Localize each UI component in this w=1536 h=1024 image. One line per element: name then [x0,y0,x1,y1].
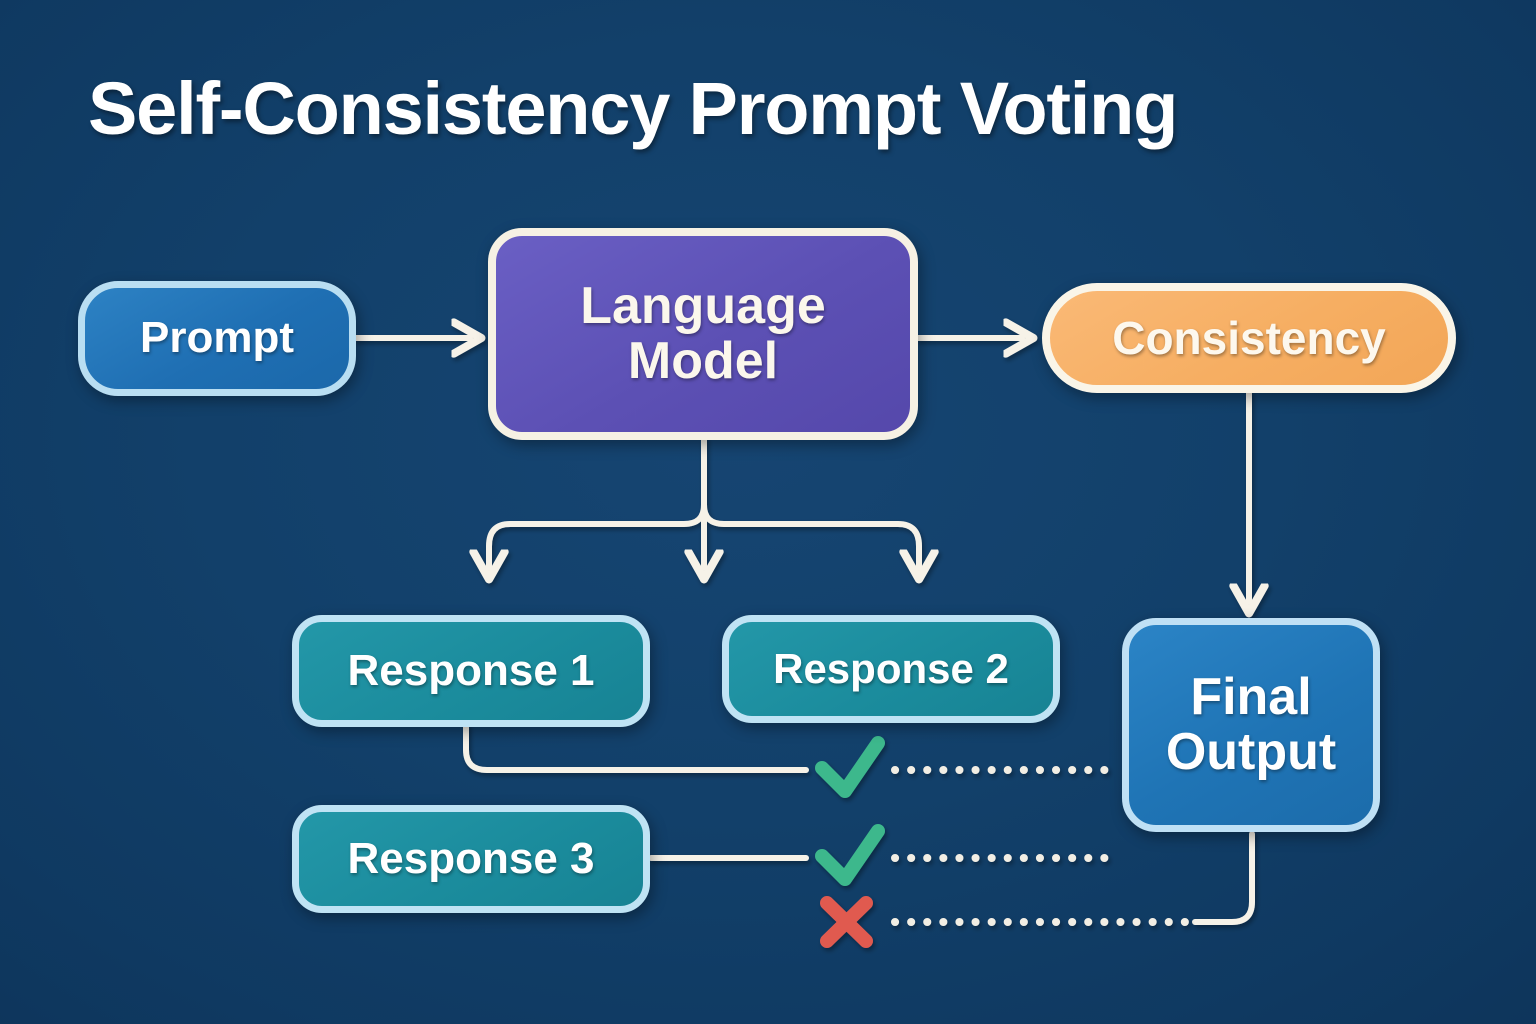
wire-response1-to-check1 [463,723,809,773]
page-title: Self-Consistency Prompt Voting [88,67,1178,150]
node-response-1-label: Response 1 [347,645,595,695]
wire-lm-to-response-right [701,502,919,568]
node-prompt[interactable]: Prompt [78,281,356,396]
node-response-2[interactable]: Response 2 [722,615,1060,723]
node-language-model[interactable]: Language Model [488,228,918,440]
node-response-3[interactable]: Response 3 [292,805,650,913]
vote-check-1-icon [815,736,885,798]
node-final-output-label-line2: Output [1165,723,1337,781]
node-language-model-label-line1: Language [580,276,826,335]
node-final-output[interactable]: Final Output [1122,618,1380,832]
node-response-1[interactable]: Response 1 [292,615,650,727]
vote-cross-1-icon [820,896,873,948]
node-consistency[interactable]: Consistency [1042,283,1456,393]
wire-lm-to-response1 [489,502,707,568]
node-response-3-label: Response 3 [347,833,595,883]
wire-cross-to-final [1192,831,1255,925]
node-consistency-label: Consistency [1112,311,1386,364]
node-final-output-label-line1: Final [1190,667,1312,726]
vote-check-2-icon [815,824,885,886]
node-response-2-label: Response 2 [773,644,1009,692]
node-language-model-label-line2: Model [627,332,779,390]
node-prompt-label: Prompt [140,313,294,363]
